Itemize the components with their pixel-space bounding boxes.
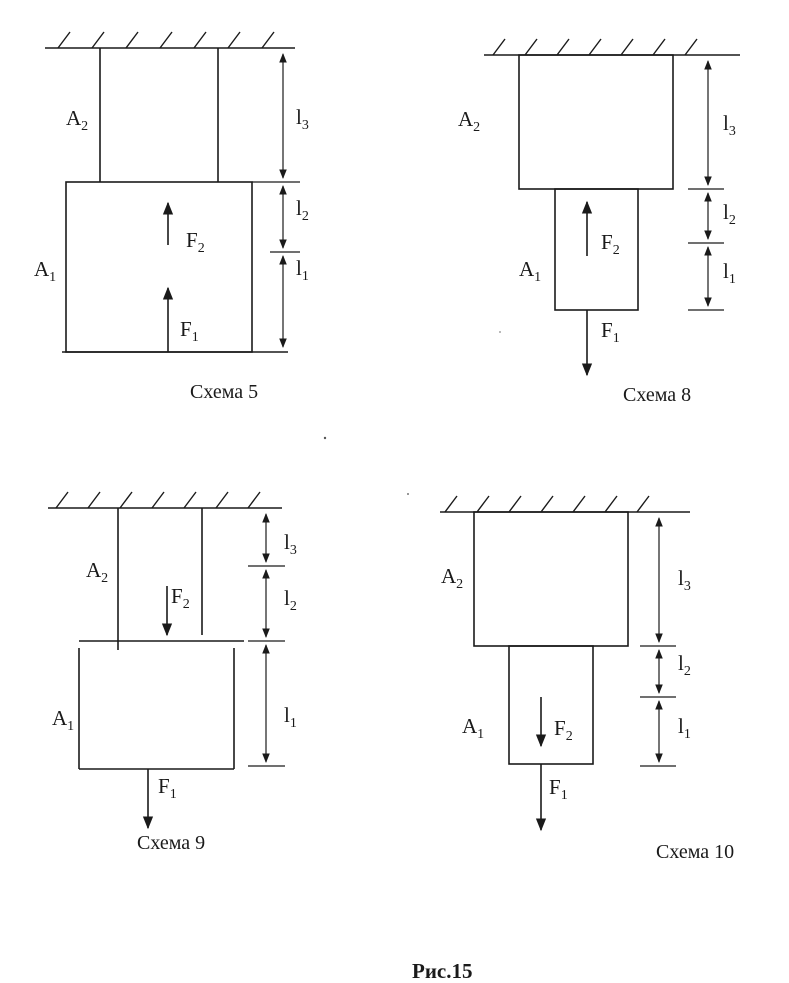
label-a1: A1 <box>462 714 484 742</box>
label-l1: l1 <box>678 714 691 742</box>
label-a1: A1 <box>52 706 74 734</box>
label-f2: F2 <box>601 230 620 258</box>
dimension-lines <box>252 53 300 348</box>
dimension-lines <box>688 60 724 311</box>
caption-schema-10: Схема 10 <box>656 841 734 863</box>
scan-speck <box>499 331 501 333</box>
rod-section-a1 <box>508 645 594 765</box>
label-a2: A2 <box>441 564 463 592</box>
label-a2: A2 <box>458 107 480 135</box>
rod-section-a1 <box>554 188 639 311</box>
label-a2: A2 <box>86 558 108 586</box>
caption-schema-8: Схема 8 <box>623 384 691 406</box>
rod-section-a2 <box>518 54 674 190</box>
label-l3: l3 <box>296 105 309 133</box>
label-l3: l3 <box>723 111 736 139</box>
rod-section-a2 <box>99 48 219 182</box>
dimension-lines <box>640 517 676 767</box>
label-l2: l2 <box>284 586 297 614</box>
rod-section-a2 <box>473 511 629 647</box>
label-a1: A1 <box>519 257 541 285</box>
label-l2: l2 <box>678 651 691 679</box>
label-f1: F1 <box>158 774 177 802</box>
label-a1: A1 <box>34 257 56 285</box>
label-l1: l1 <box>296 256 309 284</box>
ceiling-support <box>48 491 282 509</box>
schema-8: A2 A1 l3 l2 l1 F2 F1 Схема 8 <box>458 38 740 406</box>
caption-schema-9: Схема 9 <box>137 832 205 854</box>
label-f1: F1 <box>549 775 568 803</box>
label-f2: F2 <box>171 584 190 612</box>
rod-section-a1 <box>78 640 244 770</box>
scan-speck <box>323 436 327 440</box>
label-l1: l1 <box>284 703 297 731</box>
rod-section-a1 <box>65 181 253 353</box>
ceiling-support <box>45 31 295 49</box>
caption-schema-5: Схема 5 <box>190 381 258 403</box>
label-l3: l3 <box>284 530 297 558</box>
schema-10: A2 A1 l3 l2 l1 F2 F1 Схема 10 <box>440 495 734 863</box>
scan-speck <box>407 493 409 495</box>
dimension-lines <box>248 513 285 767</box>
label-f2: F2 <box>554 716 573 744</box>
label-f2: F2 <box>186 228 205 256</box>
rod-section-a2 <box>117 508 203 650</box>
ceiling-support <box>440 495 690 513</box>
schema-9: A2 A1 l3 l2 l1 F2 F1 Схема 9 <box>48 491 297 854</box>
label-f1: F1 <box>601 318 620 346</box>
label-a2: A2 <box>66 106 88 134</box>
label-l1: l1 <box>723 259 736 287</box>
label-f1: F1 <box>180 317 199 345</box>
label-l2: l2 <box>296 196 309 224</box>
figure-label: Рис.15 <box>412 959 473 983</box>
ceiling-support <box>484 38 740 56</box>
label-l3: l3 <box>678 566 691 594</box>
label-l2: l2 <box>723 200 736 228</box>
schema-5: A2 A1 l3 l2 l1 F2 F1 Схема 5 <box>34 31 309 403</box>
